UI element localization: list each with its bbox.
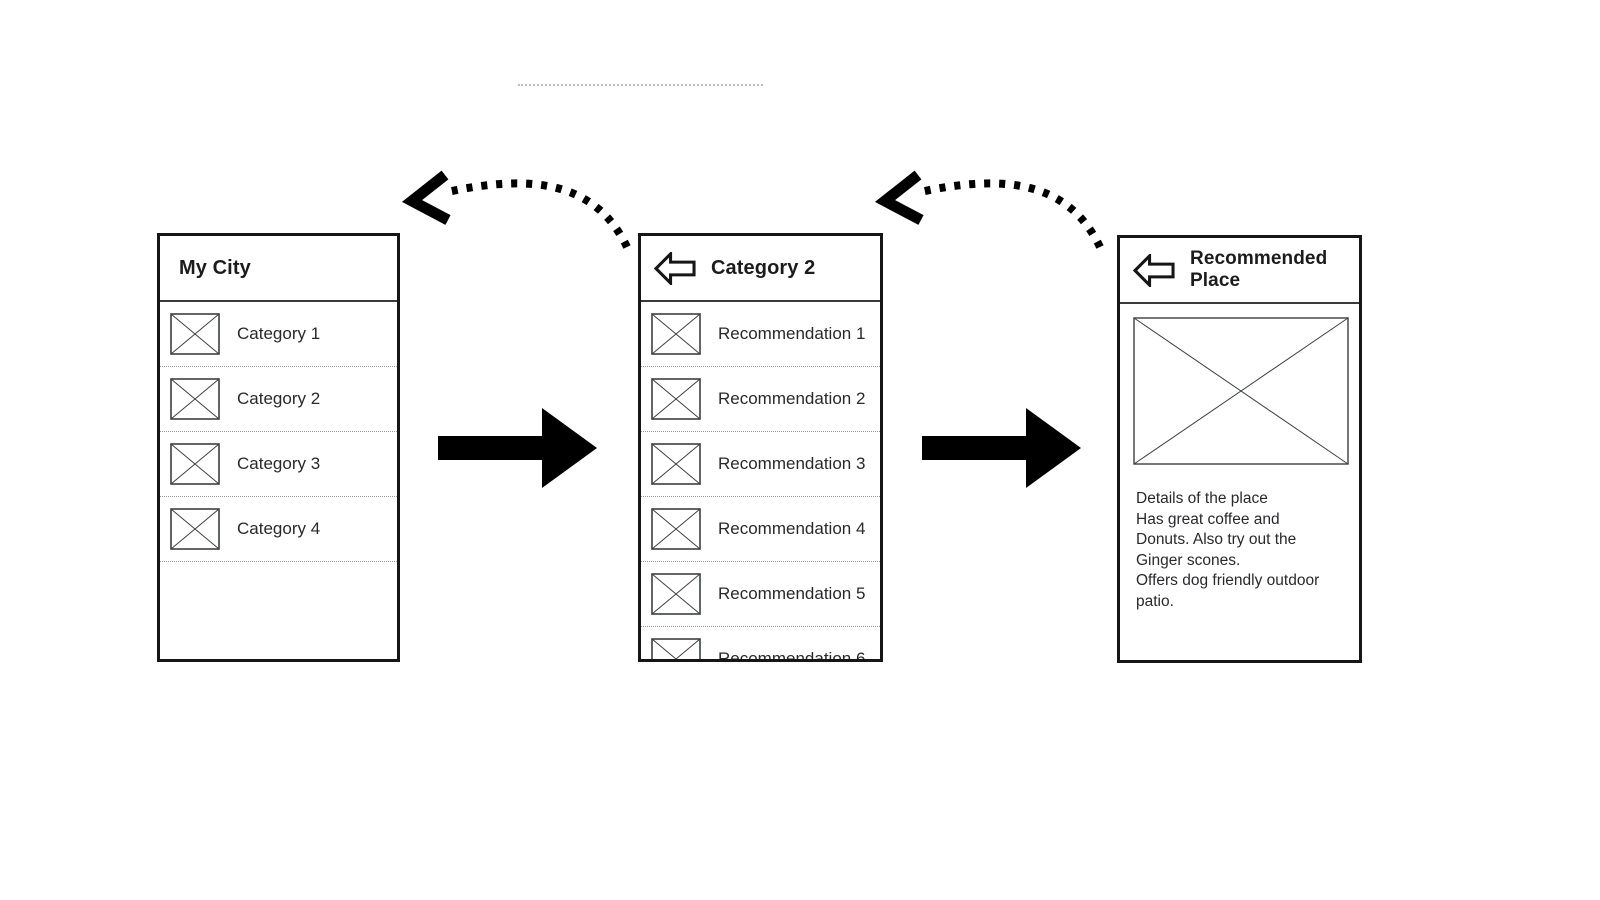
image-placeholder-icon	[651, 638, 701, 659]
back-arrow-icon[interactable]	[1132, 253, 1176, 287]
list-item-category-3[interactable]: Category 3	[160, 432, 397, 497]
image-placeholder-icon	[651, 313, 701, 355]
screen-recommended-place-header: Recommended Place	[1120, 238, 1359, 304]
image-placeholder-icon	[651, 508, 701, 550]
image-placeholder-icon	[170, 508, 220, 550]
dashed-back-arrow-icon	[874, 170, 1104, 249]
list-item-recommendation-3[interactable]: Recommendation 3	[641, 432, 880, 497]
image-placeholder-icon	[651, 443, 701, 485]
back-arrow-icon[interactable]	[653, 251, 697, 285]
page-title: My City	[179, 256, 251, 279]
list-item-label: Recommendation 3	[718, 454, 866, 473]
category-list: Category 1 Category 2 Category 3 Categor…	[160, 302, 397, 562]
page-title: Category 2	[711, 256, 816, 279]
list-item-label: Recommendation 2	[718, 389, 866, 408]
dashed-back-arrow-icon	[401, 170, 631, 249]
forward-arrow-icon	[922, 408, 1081, 488]
list-item-recommendation-1[interactable]: Recommendation 1	[641, 302, 880, 367]
image-placeholder-icon	[170, 443, 220, 485]
screen-category-2-header: Category 2	[641, 236, 880, 302]
forward-arrow-icon	[438, 408, 597, 488]
image-placeholder-icon	[170, 313, 220, 355]
top-dotted-line	[518, 84, 763, 86]
screen-my-city: My City Category 1 Category 2 Category 3	[157, 233, 400, 662]
list-item-category-4[interactable]: Category 4	[160, 497, 397, 562]
place-detail-body: Details of the place Has great coffee an…	[1120, 304, 1359, 612]
page-title: Recommended Place	[1190, 248, 1328, 291]
recommendation-list: Recommendation 1 Recommendation 2 Recomm…	[641, 302, 880, 662]
place-details-text: Details of the place Has great coffee an…	[1136, 490, 1320, 610]
list-item-label: Category 3	[237, 454, 321, 473]
list-item-label: Category 1	[237, 324, 321, 343]
image-placeholder-icon	[1133, 317, 1349, 470]
list-item-label: Category 4	[237, 519, 321, 538]
list-item-recommendation-2[interactable]: Recommendation 2	[641, 367, 880, 432]
list-item-recommendation-4[interactable]: Recommendation 4	[641, 497, 880, 562]
list-item-category-1[interactable]: Category 1	[160, 302, 397, 367]
list-item-recommendation-5[interactable]: Recommendation 5	[641, 562, 880, 627]
image-placeholder-icon	[651, 573, 701, 615]
screen-my-city-header: My City	[160, 236, 397, 302]
list-item-label: Recommendation 4	[718, 519, 866, 538]
list-item-label: Recommendation 5	[718, 584, 866, 603]
screen-recommended-place: Recommended Place Details of the place H…	[1117, 235, 1362, 663]
image-placeholder-icon	[651, 378, 701, 420]
list-item-label: Recommendation 1	[718, 324, 866, 343]
list-item-label: Category 2	[237, 389, 321, 408]
list-item-recommendation-6[interactable]: Recommendation 6	[641, 627, 880, 662]
screen-category-2: Category 2 Recommendation 1 Recommendati…	[638, 233, 883, 662]
image-placeholder-icon	[170, 378, 220, 420]
list-item-label: Recommendation 6	[718, 649, 866, 662]
list-item-category-2[interactable]: Category 2	[160, 367, 397, 432]
